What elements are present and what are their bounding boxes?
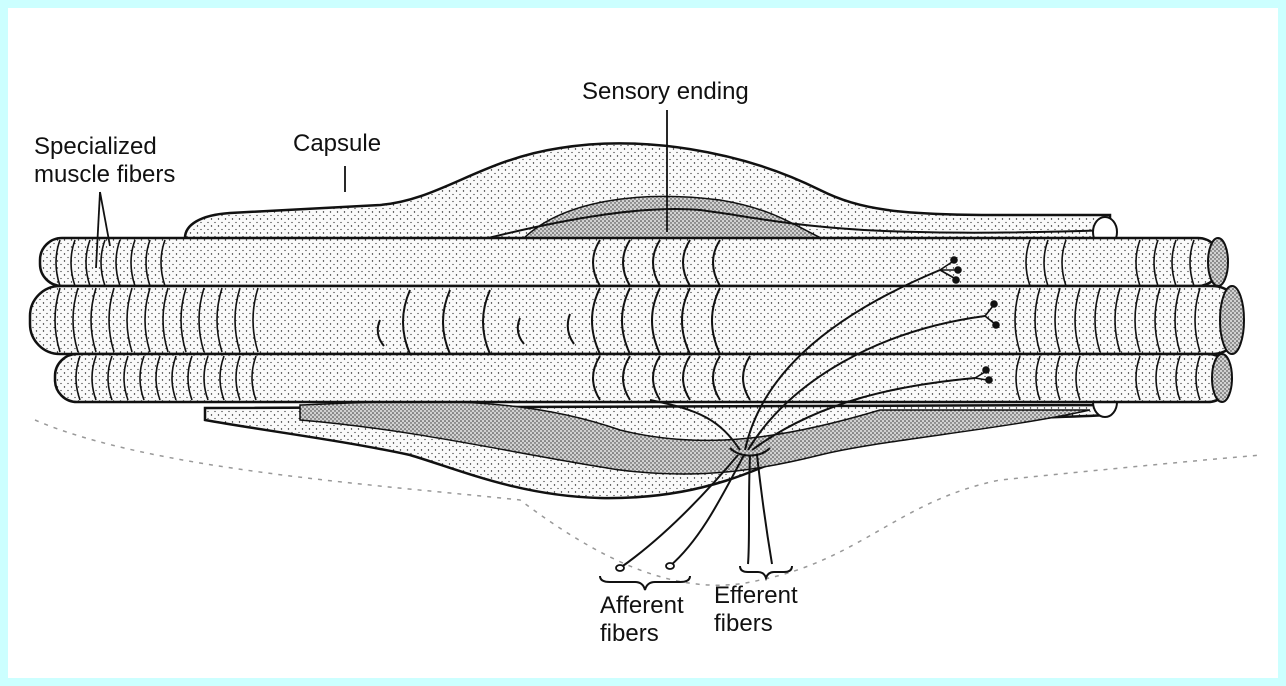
muscle-fiber-top	[40, 238, 1228, 286]
label-specialized-muscle-fibers-line-2: muscle fibers	[34, 161, 175, 189]
label-efferent-fibers-line-2: fibers	[714, 610, 798, 638]
efferent-brace	[740, 566, 792, 578]
label-efferent-fibers: Efferent fibers	[714, 582, 798, 638]
label-capsule: Capsule	[293, 130, 381, 158]
label-afferent-fibers: Afferent fibers	[600, 592, 684, 648]
label-efferent-fibers-line-1: Efferent	[714, 582, 798, 610]
label-specialized-muscle-fibers-line-1: Specialized	[34, 133, 175, 161]
label-afferent-fibers-line-1: Afferent	[600, 592, 684, 620]
label-afferent-fibers-line-2: fibers	[600, 620, 684, 648]
afferent-brace	[600, 576, 690, 590]
muscle-fiber-middle	[30, 286, 1244, 354]
label-specialized-muscle-fibers: Specialized muscle fibers	[34, 133, 175, 189]
label-sensory-ending: Sensory ending	[582, 78, 749, 106]
